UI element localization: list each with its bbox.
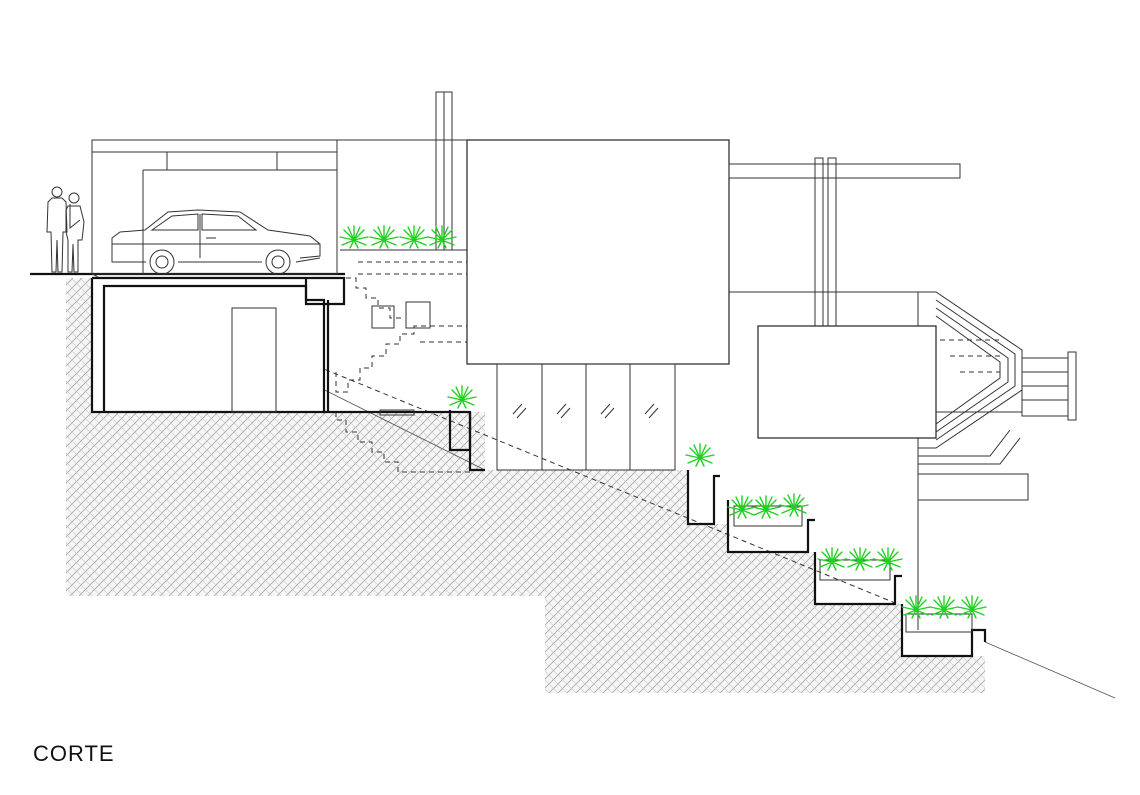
drawing-caption: CORTE	[33, 741, 115, 766]
glass-facade	[496, 363, 676, 471]
window-square	[371, 305, 395, 329]
person-figures	[46, 186, 85, 273]
garage	[91, 139, 338, 275]
terrace	[340, 249, 467, 275]
terrain	[66, 278, 985, 693]
stairs	[335, 277, 470, 473]
main-volume	[466, 139, 730, 365]
car-icon	[111, 209, 321, 275]
window-square	[405, 301, 431, 329]
right-structure	[728, 157, 1029, 630]
lower-room	[90, 276, 346, 414]
chimney	[336, 91, 467, 274]
steel-stair	[918, 291, 1077, 465]
